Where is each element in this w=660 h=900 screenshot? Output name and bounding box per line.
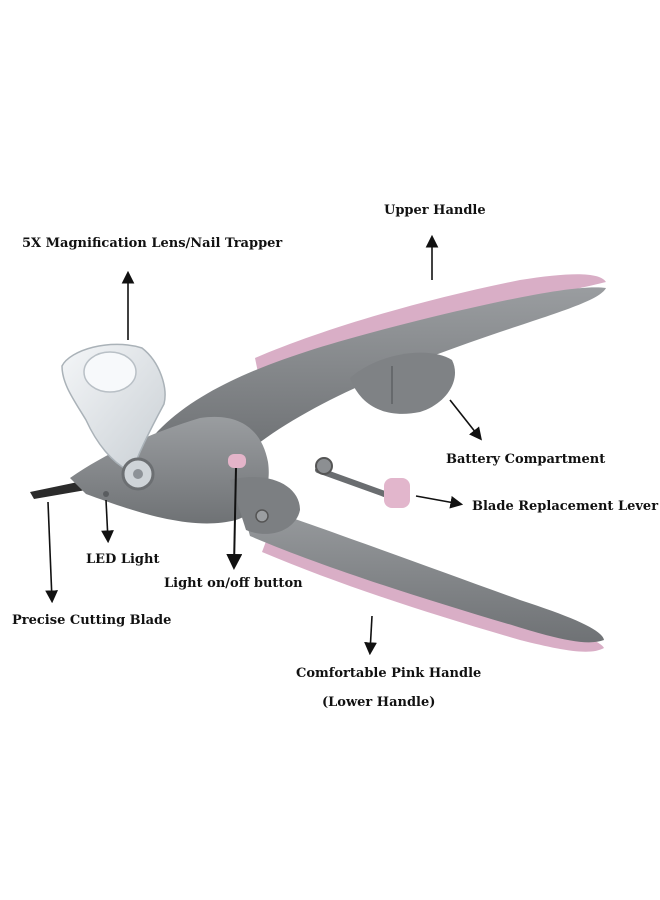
- arrow-pink-handle: [364, 615, 377, 656]
- arrow-blade-lever: [415, 495, 464, 509]
- lower-handle-body: [240, 500, 604, 643]
- label-led-light: LED Light: [86, 552, 160, 567]
- lens-glass: [83, 351, 137, 393]
- arrow-light-button: [226, 467, 243, 570]
- pivot-arm: [230, 476, 300, 534]
- label-lower-handle: (Lower Handle): [322, 695, 436, 710]
- arrow-led: [101, 499, 114, 544]
- label-magnification-lens: 5X Magnification Lens/Nail Trapper: [22, 236, 283, 251]
- light-button-shape: [228, 454, 246, 468]
- label-battery-compartment: Battery Compartment: [446, 452, 606, 467]
- label-upper-handle: Upper Handle: [384, 203, 486, 218]
- pivot-screw: [255, 509, 269, 523]
- blade-lever-rod: [315, 467, 393, 499]
- label-blade-replacement-lever: Blade Replacement Lever: [472, 499, 659, 514]
- arrow-battery: [449, 399, 482, 441]
- lens-screw-center: [133, 469, 143, 479]
- clipper-head-body: [70, 416, 269, 524]
- led-light-dot: [103, 491, 109, 497]
- blade-lever-knob: [384, 478, 410, 508]
- battery-compartment-shape: [350, 352, 456, 414]
- cutting-blade-shape: [30, 482, 86, 499]
- label-light-button: Light on/off button: [164, 576, 303, 591]
- blade-lever-pivot: [315, 457, 333, 475]
- label-pink-handle: Comfortable Pink Handle: [296, 666, 482, 681]
- label-cutting-blade: Precise Cutting Blade: [12, 613, 172, 628]
- arrow-cutting-blade: [45, 501, 59, 604]
